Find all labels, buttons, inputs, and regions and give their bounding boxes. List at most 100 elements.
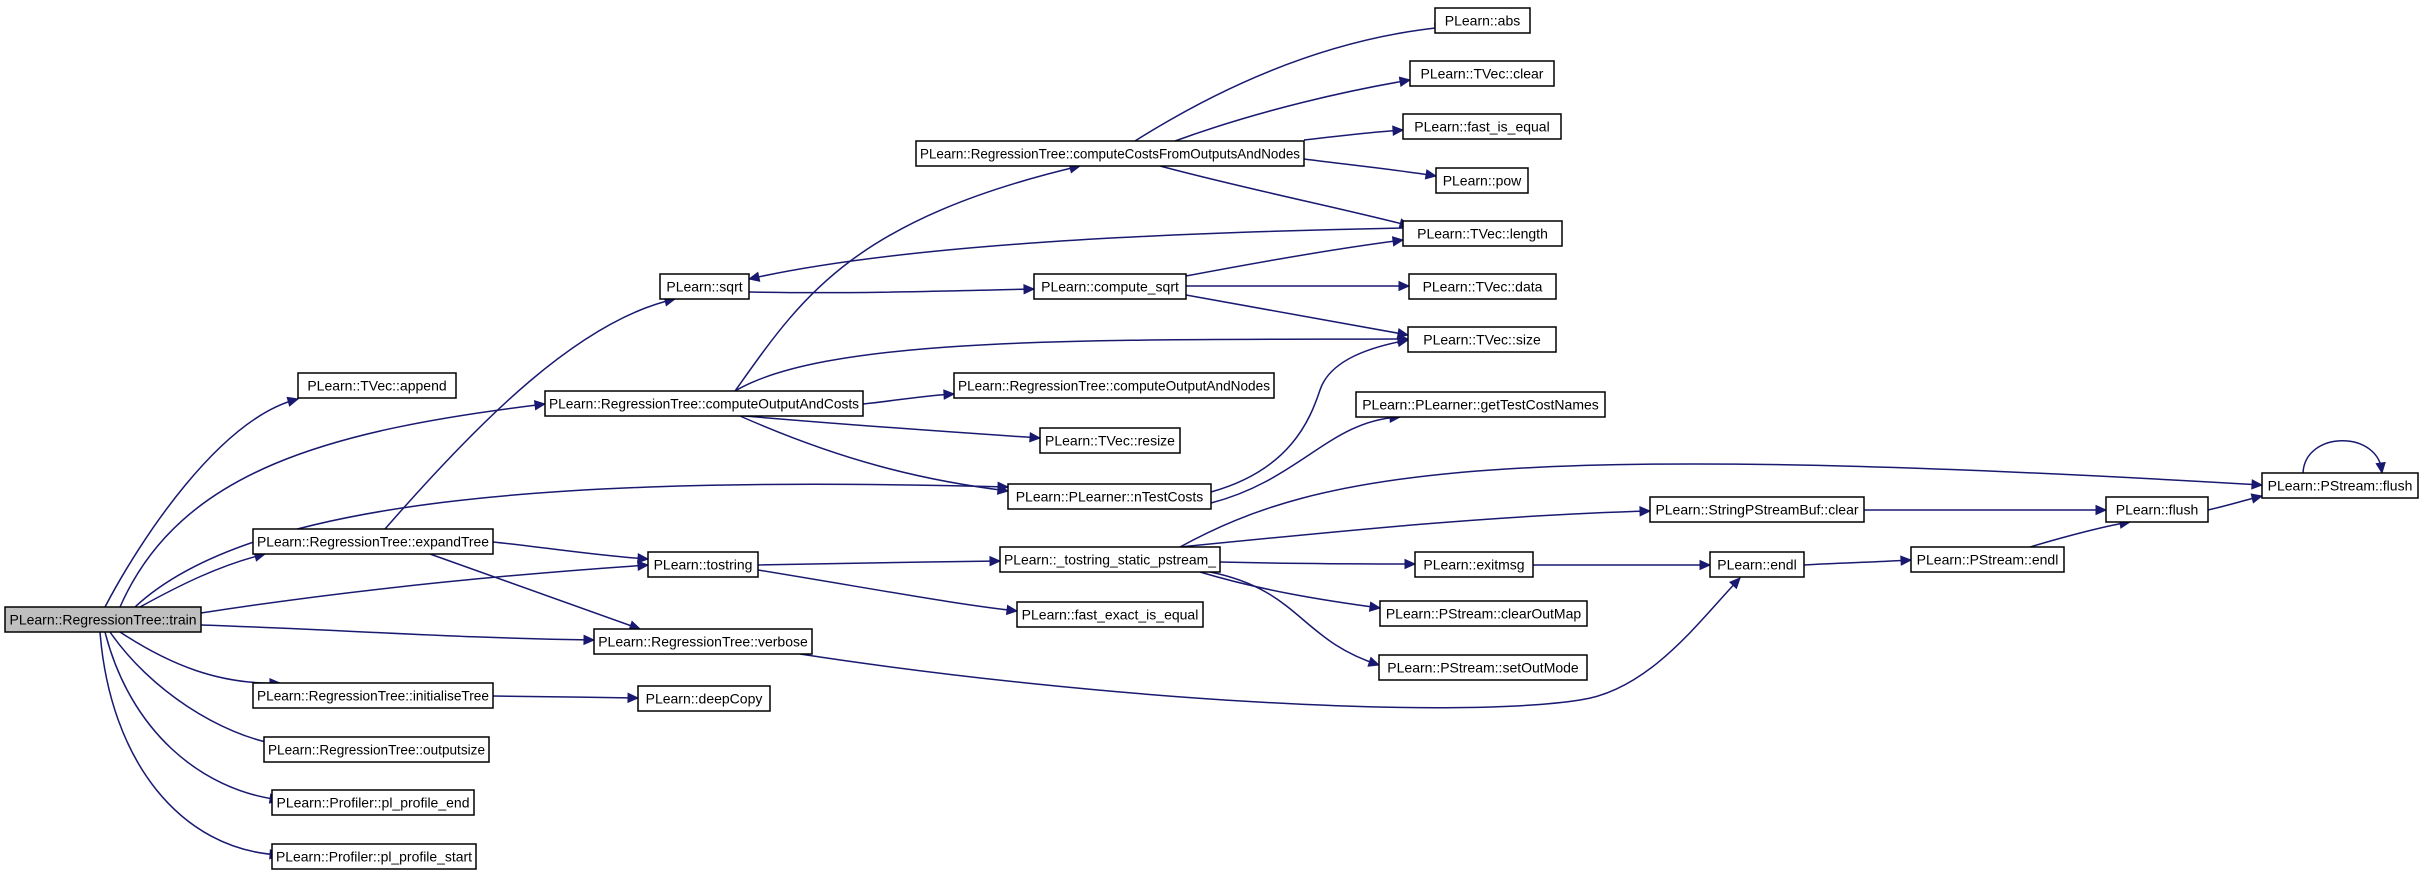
node-box — [1039, 427, 1181, 454]
edge-nTestCosts-to-size — [1210, 336, 1410, 493]
arrowhead — [2095, 504, 2108, 516]
node-label: PLearn::TVec::size — [1423, 332, 1541, 348]
edge-line — [1179, 510, 1651, 548]
edge-computeOutputAndCosts-to-nTestCosts — [739, 415, 1010, 495]
node-pstream_flush[interactable]: PLearn::PStream::flush — [2261, 472, 2419, 499]
node-pstream_endl[interactable]: PLearn::PStream::endl — [1910, 546, 2065, 573]
node-clearOutMap[interactable]: PLearn::PStream::clearOutMap — [1379, 600, 1588, 627]
edge-tostring_static-to-exitmsg — [1219, 558, 1417, 570]
edge-tostring-to-fast_exact_is_equal — [757, 569, 1019, 616]
edge-train-to-pl_profile_end — [104, 631, 282, 804]
edge-compute_sqrt-to-size — [1185, 294, 1410, 339]
edge-line — [1209, 571, 1380, 666]
arrowhead — [989, 555, 1002, 567]
node-tvec_clear[interactable]: PLearn::TVec::clear — [1409, 60, 1555, 87]
edge-nTestCosts-to-getTestCostNames — [1210, 412, 1402, 504]
arrowhead — [286, 396, 300, 407]
node-label: PLearn::PLearner::nTestCosts — [1016, 489, 1204, 505]
edge-line — [744, 415, 1041, 439]
node-label: PLearn::RegressionTree::computeOutputAnd… — [958, 378, 1270, 394]
edge-line — [1210, 416, 1401, 504]
arrowhead — [2250, 493, 2264, 504]
node-box — [2105, 496, 2209, 523]
node-label: PLearn::pow — [1443, 173, 1522, 189]
node-abs[interactable]: PLearn::abs — [1434, 7, 1531, 34]
node-pl_profile_start[interactable]: PLearn::Profiler::pl_profile_start — [271, 843, 477, 870]
node-stringbuf_clear[interactable]: PLearn::StringPStreamBuf::clear — [1649, 496, 1865, 523]
node-verbose[interactable]: PLearn::RegressionTree::verbose — [593, 628, 813, 655]
edge-line — [1303, 158, 1437, 177]
edge-train-to-verbose — [200, 624, 596, 646]
edge-line — [104, 631, 281, 801]
node-size[interactable]: PLearn::TVec::size — [1407, 326, 1557, 353]
edge-line — [1199, 571, 1381, 609]
node-label: PLearn::compute_sqrt — [1041, 279, 1179, 295]
node-initialiseTree[interactable]: PLearn::RegressionTree::initialiseTree — [252, 682, 494, 709]
edge-line — [119, 403, 546, 608]
node-data[interactable]: PLearn::TVec::data — [1408, 273, 1557, 300]
node-box — [915, 140, 1305, 167]
node-label: PLearn::TVec::resize — [1045, 433, 1175, 449]
node-label: PLearn::RegressionTree::expandTree — [257, 534, 489, 550]
node-box — [1016, 601, 1204, 628]
node-train[interactable]: PLearn::RegressionTree::train — [4, 606, 202, 633]
node-label: PLearn::tostring — [654, 557, 753, 573]
node-box — [1409, 60, 1555, 87]
node-outputsize[interactable]: PLearn::RegressionTree::outputsize — [263, 736, 490, 763]
node-resize[interactable]: PLearn::TVec::resize — [1039, 427, 1181, 454]
edge-train-to-pl_profile_start — [99, 631, 282, 860]
node-fast_is_equal[interactable]: PLearn::fast_is_equal — [1402, 113, 1562, 140]
node-pow[interactable]: PLearn::pow — [1435, 167, 1529, 194]
edge-computeCostsFromOutputsAndNodes-to-tvec_clear — [1174, 76, 1412, 142]
node-computeCostsFromOutputsAndNodes[interactable]: PLearn::RegressionTree::computeCostsFrom… — [915, 140, 1305, 167]
node-tostring_static[interactable]: PLearn::_tostring_static_pstream_ — [999, 546, 1221, 573]
node-sqrt[interactable]: PLearn::sqrt — [659, 273, 750, 300]
edge-computeCostsFromOutputsAndNodes-to-fast_is_equal — [1303, 125, 1405, 141]
node-computeOutputAndCosts[interactable]: PLearn::RegressionTree::computeOutputAnd… — [544, 390, 864, 417]
node-box — [252, 528, 494, 555]
node-tostring[interactable]: PLearn::tostring — [647, 551, 759, 578]
node-compute_sqrt[interactable]: PLearn::compute_sqrt — [1033, 273, 1187, 300]
edge-line — [109, 631, 281, 746]
edge-computeOutputAndCosts-to-resize — [744, 415, 1042, 443]
edge-tostring_static-to-stringbuf_clear — [1179, 506, 1652, 548]
arrowhead — [1398, 280, 1411, 292]
edge-line — [748, 288, 1035, 294]
edge-line — [757, 560, 1001, 566]
node-setOutMode[interactable]: PLearn::PStream::setOutMode — [1378, 654, 1588, 681]
arrowhead — [943, 389, 956, 400]
node-flush[interactable]: PLearn::flush — [2105, 496, 2209, 523]
node-box — [1910, 546, 2065, 573]
edge-line — [492, 695, 639, 699]
arrowhead — [583, 634, 596, 646]
arrowhead — [1368, 601, 1382, 612]
edge-tostring_static-to-setOutMode — [1209, 571, 1381, 667]
edge-line — [200, 564, 649, 614]
node-label: PLearn::RegressionTree::initialiseTree — [257, 688, 489, 704]
edge-line — [799, 577, 1741, 709]
edge-computeCostsFromOutputsAndNodes-to-length — [1159, 165, 1412, 229]
node-length[interactable]: PLearn::TVec::length — [1402, 220, 1563, 247]
node-computeOutputAndNodes[interactable]: PLearn::RegressionTree::computeOutputAnd… — [953, 372, 1275, 399]
node-deepCopy[interactable]: PLearn::deepCopy — [637, 685, 771, 712]
node-expandTree[interactable]: PLearn::RegressionTree::expandTree — [252, 528, 494, 555]
node-label: PLearn::TVec::length — [1417, 226, 1548, 242]
node-getTestCostNames[interactable]: PLearn::PLearner::getTestCostNames — [1355, 391, 1606, 418]
edge-line — [862, 393, 955, 405]
edge-line — [1174, 79, 1411, 142]
nodes-layer: PLearn::RegressionTree::train PLearn::TVe… — [4, 7, 2419, 870]
arrowhead — [2251, 479, 2264, 490]
node-nTestCosts[interactable]: PLearn::PLearner::nTestCosts — [1007, 483, 1212, 510]
edge-stringbuf_clear-to-flush — [1864, 504, 2108, 516]
node-box — [271, 843, 477, 870]
edge-line — [1210, 339, 1409, 493]
node-endl[interactable]: PLearn::endl — [1709, 551, 1805, 578]
node-label: PLearn::flush — [2116, 502, 2199, 518]
node-append[interactable]: PLearn::TVec::append — [297, 372, 457, 399]
edge-verbose-to-endl — [799, 577, 1741, 709]
node-pl_profile_end[interactable]: PLearn::Profiler::pl_profile_end — [271, 789, 475, 816]
node-box — [297, 372, 457, 399]
node-exitmsg[interactable]: PLearn::exitmsg — [1414, 551, 1534, 578]
node-fast_exact_is_equal[interactable]: PLearn::fast_exact_is_equal — [1016, 601, 1204, 628]
edge-train-to-expandTree — [139, 551, 267, 608]
